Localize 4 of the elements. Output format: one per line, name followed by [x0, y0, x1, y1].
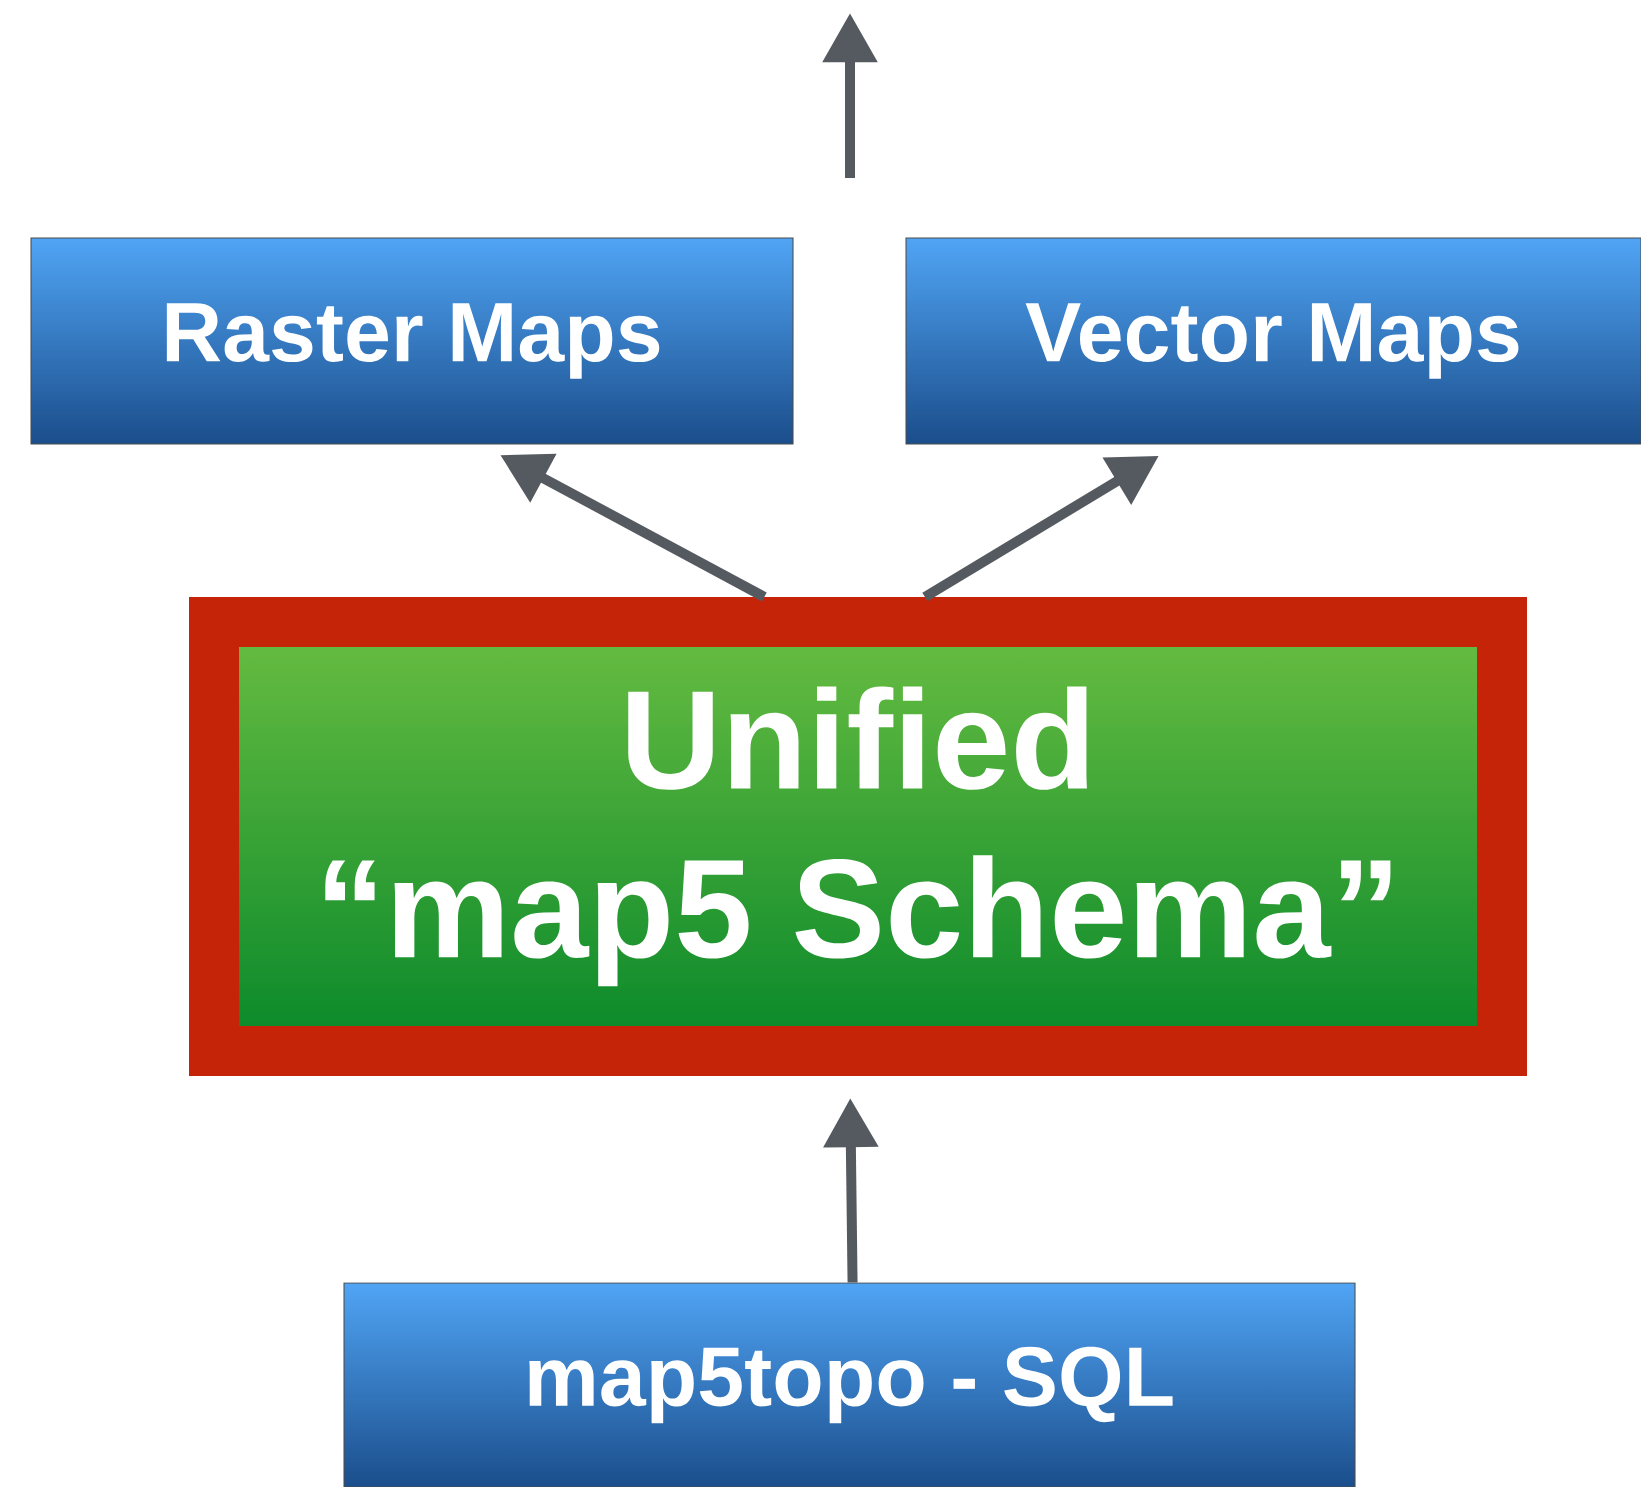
process-box: map5topo - SQL: [343, 1282, 1356, 1487]
highlighted-box: Unified “map5 Schema”: [189, 597, 1527, 1076]
process-box: Vector Maps: [905, 237, 1641, 445]
process-box: Raster Maps: [30, 237, 794, 445]
